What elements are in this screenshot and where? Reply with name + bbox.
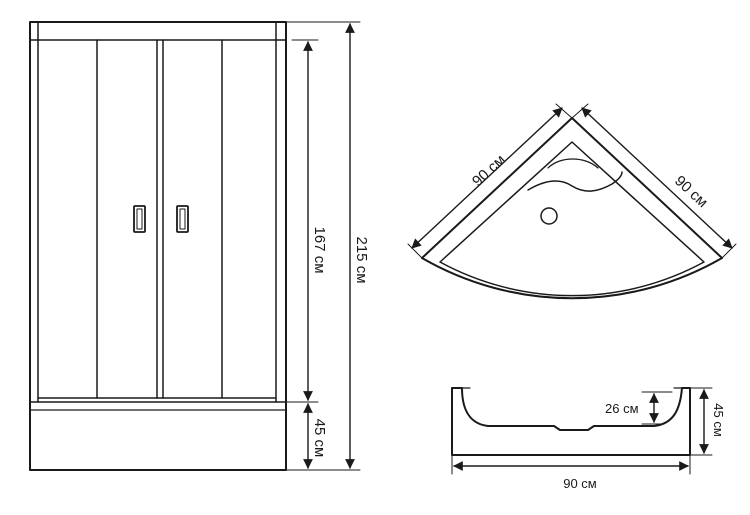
section-view (451, 387, 691, 456)
front-view (29, 21, 287, 471)
section-height-label: 45 см (711, 403, 726, 437)
tray-outline-top (421, 117, 723, 300)
tray-seat-top (547, 158, 599, 169)
side-a-label: 90 см (469, 151, 509, 190)
top-view (421, 117, 723, 300)
dim-line-side-b (581, 107, 733, 249)
section-width-label: 90 см (563, 476, 597, 491)
dim-line-side-a (411, 107, 563, 249)
height-cabin-label: 167 см (311, 226, 328, 273)
door-handle-left-inner (136, 208, 143, 230)
tray-front (29, 401, 287, 471)
height-total-label: 215 см (353, 236, 370, 283)
height-tray-label: 45 см (311, 419, 328, 458)
side-b-label: 90 см (671, 172, 711, 211)
drain-icon (540, 207, 558, 225)
section-dimensions: 26 см 45 см 90 см (451, 387, 726, 491)
depth-label: 26 см (605, 401, 639, 416)
door-handle-left (133, 205, 146, 233)
front-dimensions: 167 см 45 см 215 см (285, 21, 370, 471)
cabin-outline (29, 21, 287, 471)
top-dimensions: 90 см 90 см (407, 103, 737, 259)
door-handle-right (176, 205, 189, 233)
tray-inner-top (439, 141, 705, 297)
door-handle-right-inner (179, 208, 186, 230)
